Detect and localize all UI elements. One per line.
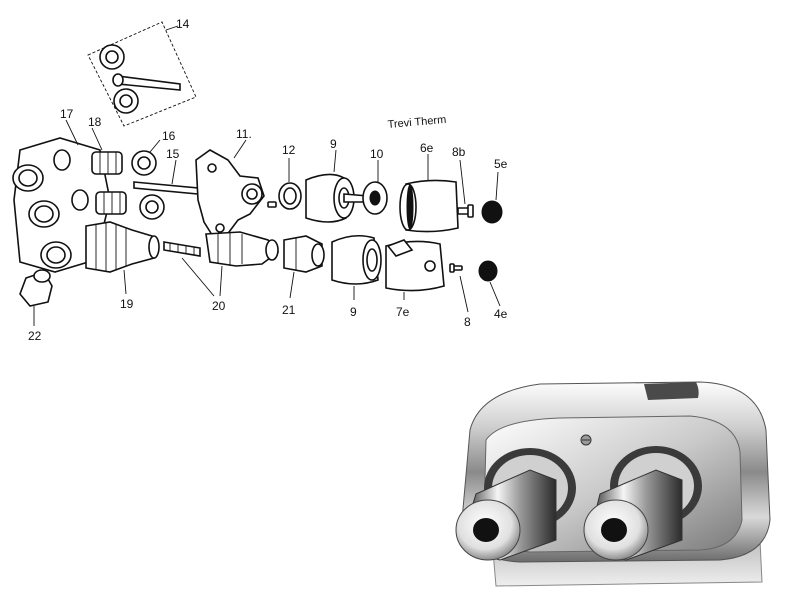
label-20: 20	[212, 299, 226, 313]
part-21-nut	[283, 235, 325, 299]
label-19: 19	[120, 297, 134, 311]
label-14: 14	[176, 17, 190, 31]
part-11-bracket-housing	[195, 139, 265, 239]
label-10: 10	[370, 147, 384, 161]
label-8: 8	[464, 315, 471, 329]
label-18: 18	[88, 115, 102, 129]
label-9-top: 9	[330, 137, 337, 151]
part-14-spindle-assembly	[87, 21, 197, 127]
product-photo-thermostatic-mixer	[455, 381, 771, 587]
label-22: 22	[28, 329, 42, 343]
part-16-gears	[131, 139, 165, 220]
label-17: 17	[60, 107, 74, 121]
part-20-spring-cartridge	[163, 231, 280, 297]
part-8b-screw	[457, 159, 474, 218]
label-4e: 4e	[494, 307, 508, 321]
part-19-cartridge-lower	[85, 221, 160, 295]
label-11: 11.	[236, 127, 252, 141]
label-6e: 6e	[420, 141, 434, 155]
label-15: 15	[166, 147, 180, 161]
part-9-piston-top	[305, 149, 369, 223]
part-screw-small	[267, 201, 277, 208]
label-9-bottom: 9	[350, 305, 357, 319]
label-7e: 7e	[396, 305, 410, 319]
caption-trevi-therm: Trevi Therm	[387, 114, 447, 131]
label-21: 21	[282, 303, 296, 317]
part-4e-cap	[478, 260, 501, 307]
label-16: 16	[162, 129, 176, 143]
part-12-o-ring	[278, 158, 302, 210]
label-8b: 8b	[452, 145, 466, 159]
label-12: 12	[282, 143, 296, 157]
part-18-cartridge	[91, 127, 127, 215]
part-9-piston-bottom	[331, 234, 382, 300]
part-6e-knob-top	[399, 154, 459, 233]
part-7e-knob-bottom	[385, 239, 445, 300]
part-10-spline-adapter	[362, 160, 388, 215]
part-5e-cap	[481, 171, 503, 224]
label-5e: 5e	[494, 157, 508, 171]
part-8-screw	[449, 263, 469, 313]
part-22-hex-plug	[19, 269, 53, 326]
